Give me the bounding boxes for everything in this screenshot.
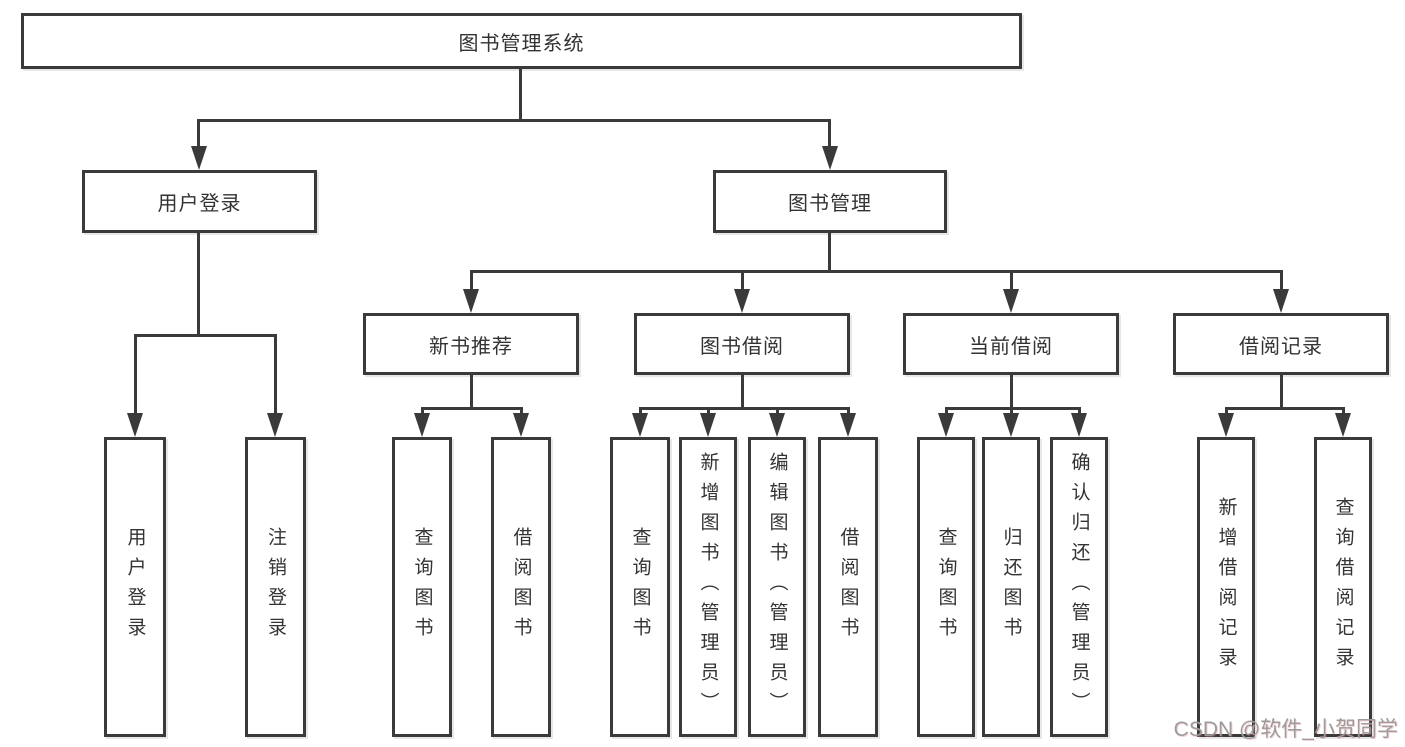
connector-line xyxy=(134,334,137,416)
connector-line xyxy=(1010,407,1013,417)
connector-line xyxy=(847,407,850,417)
leaf-cur-confirm-return-admin-label: 确认归还（管理员） xyxy=(1068,452,1090,722)
arrow-down-icon xyxy=(632,413,648,437)
node-book-management: 图书管理 xyxy=(713,170,947,233)
leaf-his-add-record: 新增借阅记录 xyxy=(1197,437,1255,737)
leaf-logout-label: 注销登录 xyxy=(265,527,286,647)
leaf-user-login: 用户登录 xyxy=(104,437,166,737)
connector-line xyxy=(741,270,744,292)
node-borrowing-records-label: 借阅记录 xyxy=(1239,335,1323,358)
arrow-down-icon xyxy=(414,413,430,437)
connector-line xyxy=(1280,270,1283,292)
leaf-his-add-record-label: 新增借阅记录 xyxy=(1215,497,1237,677)
leaf-cur-return-book-label: 归还图书 xyxy=(1000,527,1022,647)
node-user-login: 用户登录 xyxy=(82,170,317,233)
leaf-bor-edit-book-admin-label: 编辑图书（管理员） xyxy=(766,452,788,722)
node-new-book-recommendation: 新书推荐 xyxy=(363,313,579,375)
connector-line xyxy=(741,375,744,409)
leaf-user-login-label: 用户登录 xyxy=(124,527,146,647)
connector-line xyxy=(776,407,779,417)
arrow-down-icon xyxy=(769,413,785,437)
node-book-borrowing-label: 图书借阅 xyxy=(700,335,784,358)
connector-line xyxy=(470,270,473,292)
connector-line xyxy=(1225,407,1344,410)
leaf-rec-borrow-book: 借阅图书 xyxy=(491,437,551,737)
leaf-bor-add-book-admin: 新增图书（管理员） xyxy=(679,437,737,737)
node-new-book-recommendation-label: 新书推荐 xyxy=(429,335,513,358)
connector-line xyxy=(421,407,522,410)
leaf-cur-return-book: 归还图书 xyxy=(982,437,1040,737)
leaf-rec-query-book-label: 查询图书 xyxy=(411,527,433,647)
connector-line xyxy=(134,334,277,337)
connector-line xyxy=(1078,407,1081,417)
arrow-down-icon xyxy=(267,413,283,437)
arrow-down-icon xyxy=(1071,413,1087,437)
arrow-down-icon xyxy=(1218,413,1234,437)
leaf-cur-confirm-return-admin: 确认归还（管理员） xyxy=(1050,437,1108,737)
connector-line xyxy=(197,119,200,149)
arrow-down-icon xyxy=(822,146,838,170)
connector-line xyxy=(1342,407,1345,417)
leaf-his-query-record: 查询借阅记录 xyxy=(1314,437,1372,737)
node-root-library-system: 图书管理系统 xyxy=(21,13,1022,69)
connector-line xyxy=(421,407,424,417)
node-borrowing-records: 借阅记录 xyxy=(1173,313,1389,375)
leaf-logout: 注销登录 xyxy=(245,437,306,737)
leaf-his-query-record-label: 查询借阅记录 xyxy=(1332,497,1354,677)
arrow-down-icon xyxy=(1003,413,1019,437)
arrow-down-icon xyxy=(1003,289,1019,313)
node-user-login-label: 用户登录 xyxy=(157,193,242,215)
arrow-down-icon xyxy=(513,413,529,437)
leaf-bor-query-book-label: 查询图书 xyxy=(629,527,651,647)
leaf-rec-borrow-book-label: 借阅图书 xyxy=(510,527,532,647)
connector-line xyxy=(945,407,948,417)
arrow-down-icon xyxy=(1273,289,1289,313)
arrow-down-icon xyxy=(734,289,750,313)
leaf-cur-query-book: 查询图书 xyxy=(917,437,975,737)
connector-line xyxy=(274,334,277,416)
connector-line xyxy=(828,233,831,273)
node-current-borrowing-label: 当前借阅 xyxy=(969,335,1053,358)
connector-line xyxy=(828,119,831,149)
arrow-down-icon xyxy=(700,413,716,437)
connector-line xyxy=(1225,407,1228,417)
leaf-bor-edit-book-admin: 编辑图书（管理员） xyxy=(748,437,806,737)
leaf-cur-query-book-label: 查询图书 xyxy=(935,527,957,647)
leaf-rec-query-book: 查询图书 xyxy=(392,437,452,737)
connector-line xyxy=(639,407,849,410)
connector-line xyxy=(197,233,200,337)
connector-line xyxy=(1010,270,1013,292)
connector-line xyxy=(470,375,473,409)
leaf-bor-borrow-book-label: 借阅图书 xyxy=(837,527,859,647)
leaf-bor-borrow-book: 借阅图书 xyxy=(818,437,878,737)
connector-line xyxy=(198,119,831,122)
arrow-down-icon xyxy=(127,413,143,437)
node-book-management-label: 图书管理 xyxy=(788,193,872,215)
connector-line xyxy=(707,407,710,417)
arrow-down-icon xyxy=(840,413,856,437)
connector-line xyxy=(520,407,523,417)
node-current-borrowing: 当前借阅 xyxy=(903,313,1119,375)
arrow-down-icon xyxy=(463,289,479,313)
connector-line xyxy=(1280,375,1283,409)
node-root-label: 图书管理系统 xyxy=(458,32,585,55)
connector-line xyxy=(639,407,642,417)
arrow-down-icon xyxy=(1335,413,1351,437)
connector-line xyxy=(470,270,1282,273)
leaf-bor-query-book: 查询图书 xyxy=(610,437,670,737)
connector-line xyxy=(519,68,522,122)
leaf-bor-add-book-admin-label: 新增图书（管理员） xyxy=(697,452,719,722)
node-book-borrowing: 图书借阅 xyxy=(634,313,850,375)
arrow-down-icon xyxy=(191,146,207,170)
csdn-watermark: CSDN @软件_小贺同学 xyxy=(1173,718,1398,741)
connector-line xyxy=(1010,375,1013,409)
arrow-down-icon xyxy=(938,413,954,437)
